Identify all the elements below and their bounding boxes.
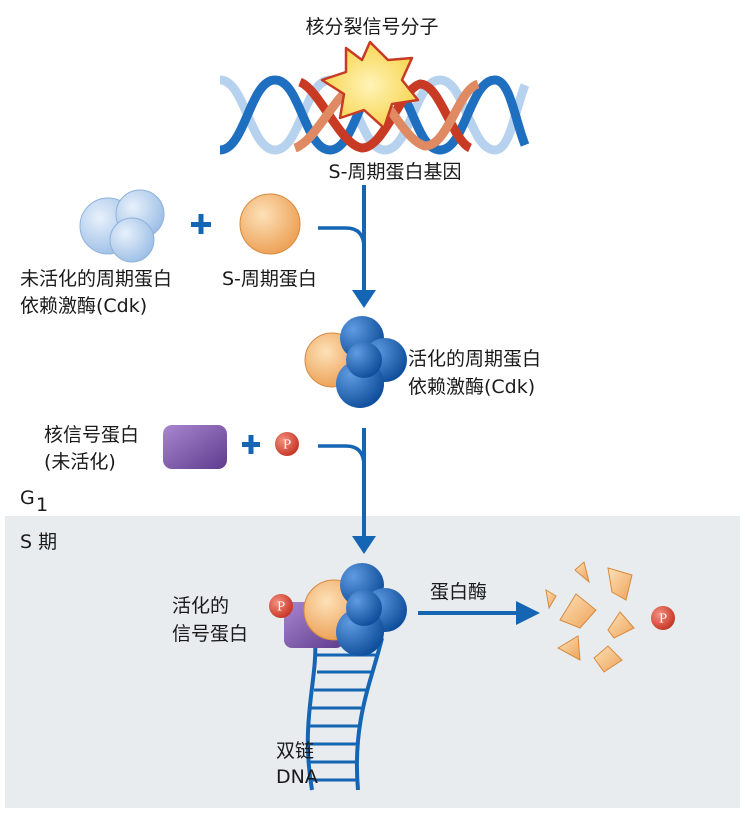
nuclear-protein-label-1: 核信号蛋白 — [44, 424, 139, 446]
active-signal-complex — [284, 563, 407, 656]
active-signal-label-2: 信号蛋白 — [172, 623, 248, 645]
s-phase-label: S 期 — [20, 531, 57, 553]
plus-icon — [191, 214, 211, 234]
phosphate-icon: P — [275, 432, 299, 456]
g1-label: G — [20, 487, 35, 509]
g1-subscript: 1 — [36, 494, 48, 516]
s-cyclin-gene-label: S-周期蛋白基因 — [329, 161, 462, 183]
nuclear-protein-shape — [163, 425, 227, 469]
protease-arrowhead — [516, 601, 540, 625]
mitogen-star-icon — [320, 40, 420, 130]
phosphate-icon: P — [269, 594, 293, 618]
s-phase-background — [5, 516, 740, 808]
dsdna-ladder — [305, 637, 384, 791]
phosphate-icon: P — [651, 606, 675, 630]
plus-icon — [242, 435, 260, 454]
active-cdk-label-1: 活化的周期蛋白 — [408, 348, 541, 370]
active-cdk-label-2: 依赖激酶(Cdk) — [408, 376, 535, 398]
pathway-arrowhead-1 — [352, 290, 376, 308]
active-cdk-complex — [304, 316, 407, 408]
dna-helix — [218, 75, 530, 155]
mitogen-label: 核分裂信号分子 — [305, 16, 438, 38]
s-cyclin-label: S-周期蛋白 — [222, 268, 317, 290]
inactive-cdk-shape — [79, 189, 165, 263]
merge-line-2 — [318, 444, 366, 467]
s-cyclin-shape — [239, 193, 301, 255]
inactive-cdk-label-1: 未活化的周期蛋白 — [20, 268, 172, 290]
dsdna-label-1: 双链 — [276, 740, 314, 762]
inactive-cdk-label-2: 依赖激酶(Cdk) — [20, 295, 147, 317]
merge-line-1 — [318, 226, 366, 249]
active-signal-label-1: 活化的 — [172, 595, 229, 617]
dsdna-label-2: DNA — [276, 766, 318, 788]
nuclear-protein-label-2: (未活化) — [44, 451, 116, 473]
svg-text:P: P — [283, 438, 291, 452]
protease-label: 蛋白酶 — [430, 581, 487, 603]
degraded-fragments — [545, 561, 635, 673]
svg-text:P: P — [277, 600, 285, 614]
pathway-arrowhead-2 — [352, 536, 376, 554]
svg-text:P: P — [659, 612, 667, 626]
